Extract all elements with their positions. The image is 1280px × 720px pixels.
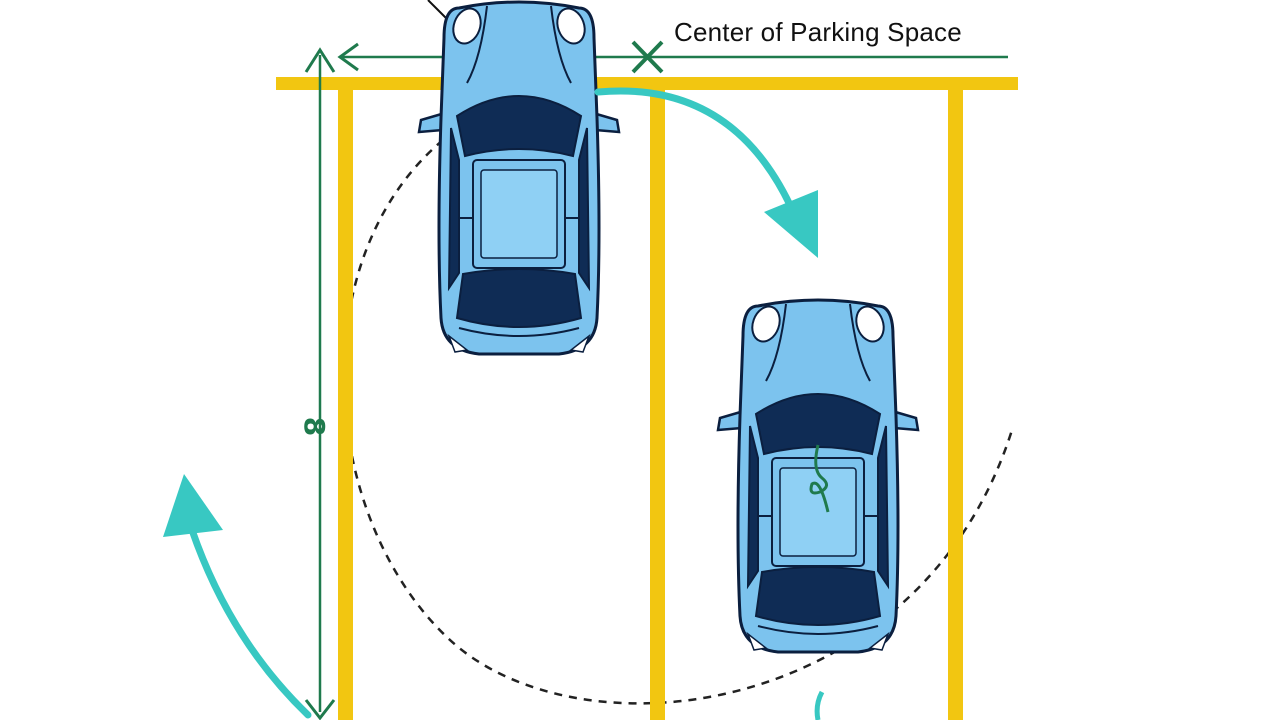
dimension-arrowhead-top <box>304 47 336 73</box>
stall-line-2 <box>650 77 665 720</box>
car-top-view-icon <box>716 298 920 654</box>
car-top-view-icon <box>417 0 621 356</box>
center-mark <box>809 444 830 513</box>
stall-line-1 <box>338 77 353 720</box>
dimension-arrowhead-left <box>337 42 359 72</box>
dimension-arrowhead-bottom <box>304 699 336 720</box>
partial-arrow <box>814 690 825 720</box>
curb-line <box>276 77 1018 90</box>
turning-path <box>342 139 1014 705</box>
stall-line-3 <box>948 77 963 720</box>
dimension-label: 8 <box>298 416 332 437</box>
x-marker-icon <box>631 40 664 74</box>
curved-arrow-icon <box>163 474 312 719</box>
curved-arrow-icon <box>594 87 818 258</box>
center-of-parking-space-label: Center of Parking Space <box>674 17 962 47</box>
